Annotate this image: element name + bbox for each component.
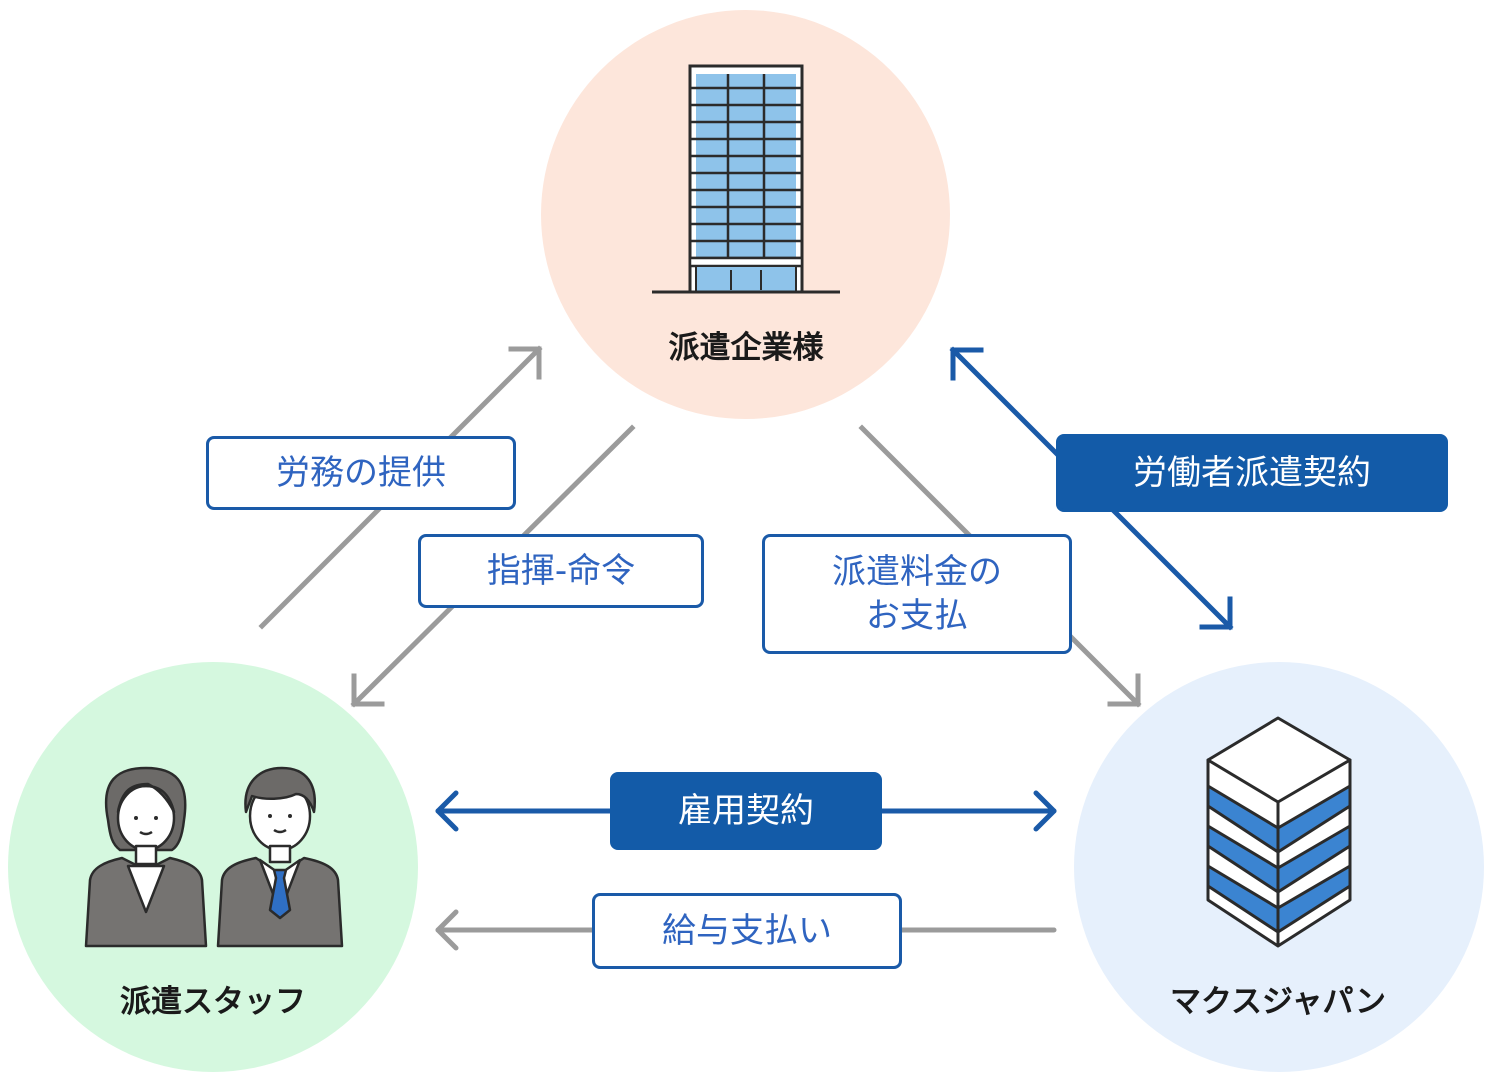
- employment-contract-tag: 雇用契約: [610, 772, 882, 850]
- salary-payment-tag: 給与支払い: [592, 893, 902, 969]
- two-staff-people-icon: [84, 766, 344, 948]
- server-stack-logo-icon: [1206, 716, 1352, 948]
- staff-circle: [8, 662, 418, 1072]
- office-building-icon: [652, 64, 840, 294]
- dispatch-contract-tag: 労働者派遣契約: [1056, 434, 1448, 512]
- fee-payment-tag: 派遣料金の お支払: [762, 534, 1072, 654]
- client-company-label: 派遣企業様: [668, 330, 824, 366]
- direction-orders-tag: 指揮-命令: [418, 534, 704, 608]
- labor-provision-tag: 労務の提供: [206, 436, 516, 510]
- agency-label: マクスジャパン: [1169, 984, 1387, 1020]
- staff-label: 派遣スタッフ: [120, 984, 306, 1020]
